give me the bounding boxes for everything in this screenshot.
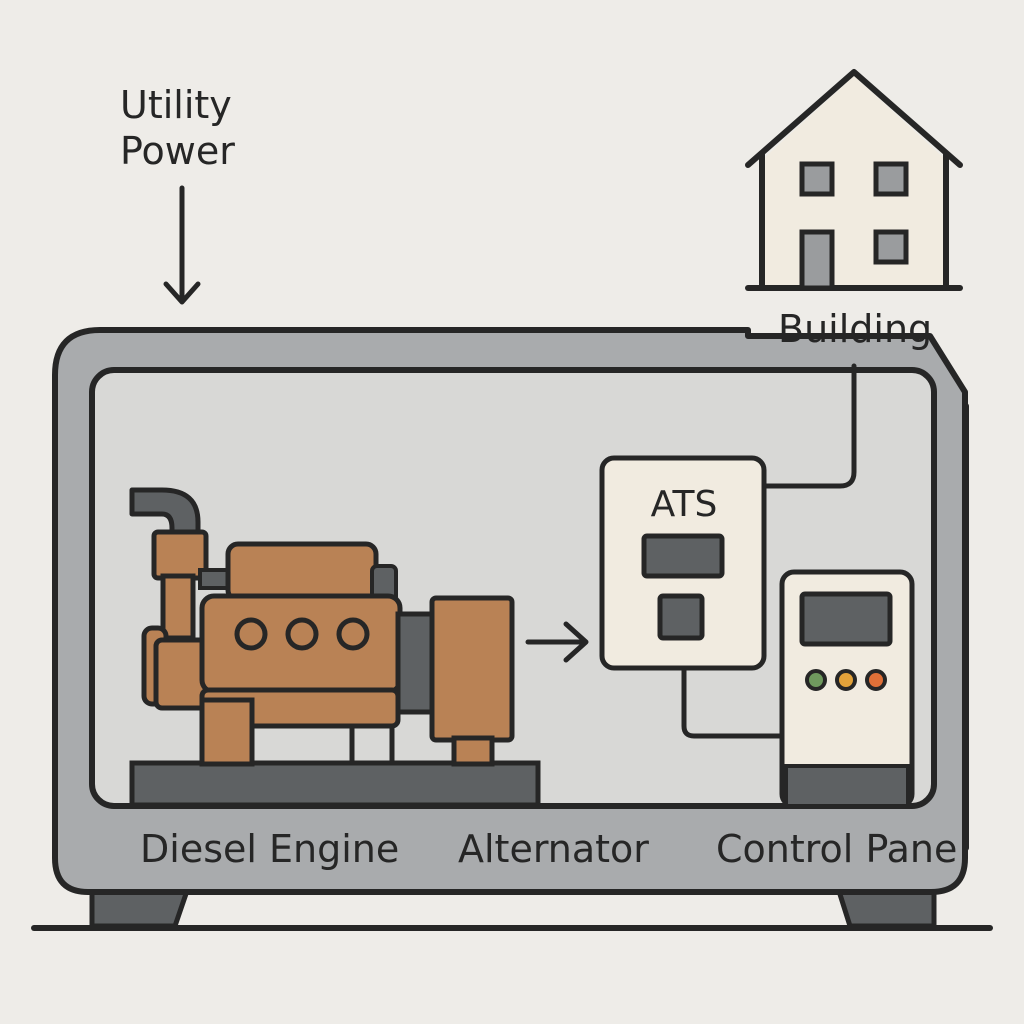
ats-to-building-wire bbox=[761, 363, 857, 489]
utility-power-label-line2: Power bbox=[120, 129, 235, 173]
right-arrow-icon bbox=[525, 621, 589, 663]
base-skid bbox=[129, 760, 541, 808]
status-led-green bbox=[805, 669, 827, 691]
ats-to-control-wire bbox=[681, 665, 785, 739]
ats-switch bbox=[599, 455, 767, 671]
control-panel-label: Control Pane bbox=[716, 827, 957, 871]
ats-label: ATS bbox=[651, 484, 718, 525]
diesel-engine-label: Diesel Engine bbox=[140, 827, 399, 871]
status-led-amber bbox=[835, 669, 857, 691]
alternator-label: Alternator bbox=[458, 827, 649, 871]
status-led-red bbox=[865, 669, 887, 691]
house-icon bbox=[745, 69, 963, 291]
control-panel-icon bbox=[779, 569, 915, 809]
utility-power-label-line1: Utility bbox=[120, 83, 232, 127]
building-label: Building bbox=[778, 307, 932, 351]
alternator-icon bbox=[429, 595, 515, 767]
down-arrow-icon bbox=[163, 185, 201, 305]
